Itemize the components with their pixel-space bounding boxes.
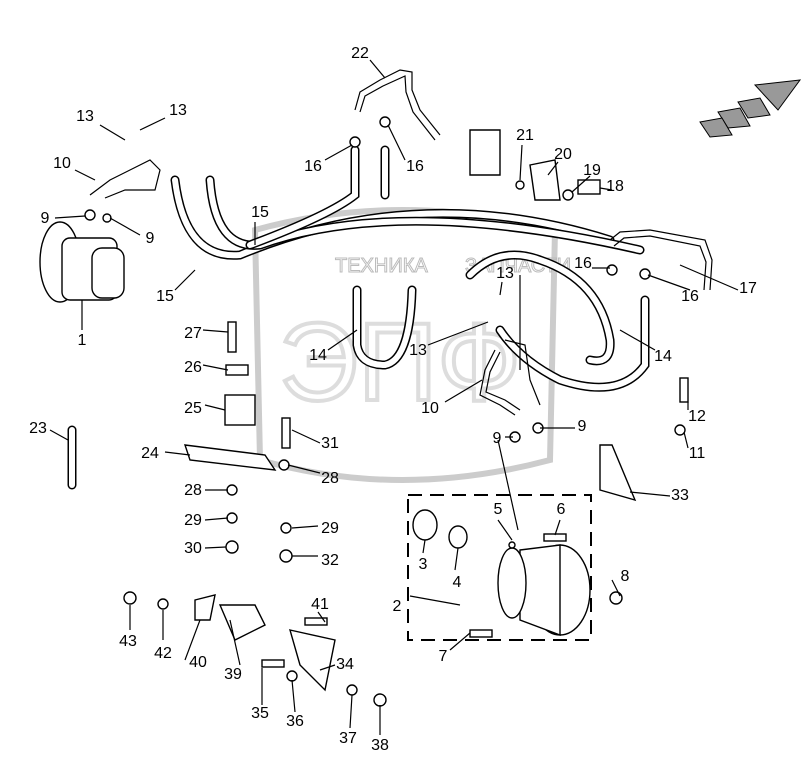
callout: 28: [184, 482, 202, 499]
callout: 4: [453, 574, 462, 591]
leader-lines: [49, 59, 739, 735]
callout: 33: [671, 487, 689, 504]
callout: 12: [688, 408, 706, 425]
callout: 28: [321, 470, 339, 487]
callout: 20: [554, 146, 572, 163]
watermark: ТЕХНИКА ЗАПЧАСТИ ЭПФ: [251, 207, 572, 483]
callout: 17: [739, 280, 757, 297]
callout: 16: [574, 255, 592, 272]
callout: 24: [141, 445, 159, 462]
callout: 29: [321, 520, 339, 537]
callout: 14: [654, 348, 672, 365]
callout: 16: [304, 158, 322, 175]
callout: 2: [393, 598, 402, 615]
callout: 27: [184, 325, 202, 342]
callout: 19: [583, 162, 601, 179]
callout: 31: [321, 435, 339, 452]
callout: 21: [516, 127, 534, 144]
callout: 13: [496, 265, 514, 282]
callout: 34: [336, 656, 354, 673]
callout: 40: [189, 654, 207, 671]
callout: 43: [119, 633, 137, 650]
callout: 36: [286, 713, 304, 730]
hoses: [67, 145, 650, 490]
callout: 1: [78, 332, 87, 349]
callout: 23: [29, 420, 47, 437]
callout: 11: [689, 445, 706, 462]
hydraulic-motor-left: [39, 221, 125, 303]
callout: 42: [154, 645, 172, 662]
callout: 10: [53, 155, 71, 172]
callout: 18: [606, 178, 624, 195]
callout: 13: [169, 102, 187, 119]
callout: 9: [146, 230, 155, 247]
pipes: [89, 69, 713, 416]
bracket-parts: [183, 129, 637, 692]
callout: 35: [251, 705, 269, 722]
callout: 3: [419, 556, 428, 573]
callout: 25: [184, 400, 202, 417]
watermark-left: ТЕХНИКА: [335, 255, 428, 277]
callout: 16: [681, 288, 699, 305]
callout: 13: [76, 108, 94, 125]
callout: 6: [557, 501, 566, 518]
callout: 9: [41, 210, 50, 227]
callout: 10: [421, 400, 439, 417]
callout: 8: [621, 568, 630, 585]
callout: 15: [156, 288, 174, 305]
callout: 41: [311, 596, 329, 613]
callout: 7: [439, 648, 448, 665]
callout: 9: [578, 418, 587, 435]
callout: 9: [493, 430, 502, 447]
callout: 29: [184, 512, 202, 529]
callout: 30: [184, 540, 202, 557]
callout: 32: [321, 552, 339, 569]
callout: 14: [309, 347, 327, 364]
callout: 22: [351, 45, 369, 62]
callout: 37: [339, 730, 357, 747]
callout: 13: [409, 342, 427, 359]
callout: 16: [406, 158, 424, 175]
callout: 39: [224, 666, 242, 683]
callout: 5: [494, 501, 503, 518]
watermark-logo: ЭПФ: [279, 301, 521, 424]
direction-arrow-icon: [699, 79, 802, 138]
callout: 26: [184, 359, 202, 376]
callout: 38: [371, 737, 389, 754]
callout: 15: [251, 204, 269, 221]
fasteners: [84, 116, 689, 707]
callout-labels: 22 13 13 10 9 9 1 16 16 21 20 19 18 15 1…: [29, 45, 757, 754]
